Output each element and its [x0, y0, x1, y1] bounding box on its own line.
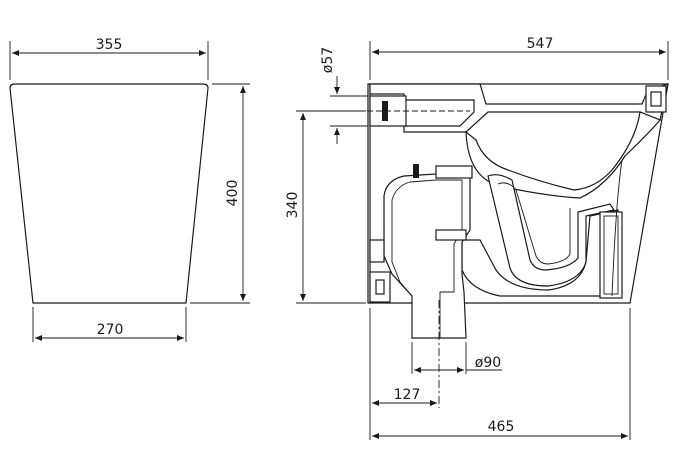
side-trap-inner — [497, 182, 571, 265]
side-trap — [487, 174, 615, 287]
outlet-diameter-label: ø90 — [475, 355, 501, 371]
overall-depth-label: 547 — [527, 36, 554, 52]
side-bowl-outer — [465, 111, 661, 199]
outlet-offset-label: 127 — [394, 387, 421, 403]
side-outlet-flange — [435, 229, 467, 241]
side-front-slot-inner — [603, 215, 619, 295]
side-outlet-pipe — [383, 173, 471, 339]
side-section-view — [340, 83, 669, 339]
front-height-label: 400 — [225, 180, 241, 207]
front-bottom-width-label: 270 — [97, 322, 124, 338]
side-bowl-wall — [611, 159, 623, 297]
front-top-width-label: 355 — [96, 37, 123, 53]
inlet-diameter-label: ø57 — [320, 47, 336, 73]
side-outlet-collar — [435, 165, 473, 179]
side-rim-section — [369, 83, 669, 133]
side-dimensions: 547 ø57 340 ø90 127 465 — [285, 36, 669, 440]
front-body-outline — [9, 83, 209, 304]
side-outlet-pipe-inner — [391, 179, 463, 338]
side-rear-block-hole — [375, 279, 385, 295]
side-front-slot — [599, 211, 623, 299]
side-inlet-top-block — [382, 101, 388, 121]
inlet-height-label: 340 — [285, 192, 301, 219]
side-rear-block-mid — [369, 239, 385, 263]
side-outlet-cap — [413, 164, 419, 178]
floor-depth-label: 465 — [488, 419, 515, 435]
side-body-outline — [367, 83, 669, 304]
front-view: 355 400 270 — [9, 37, 250, 342]
side-rim-front-hole — [650, 91, 662, 107]
